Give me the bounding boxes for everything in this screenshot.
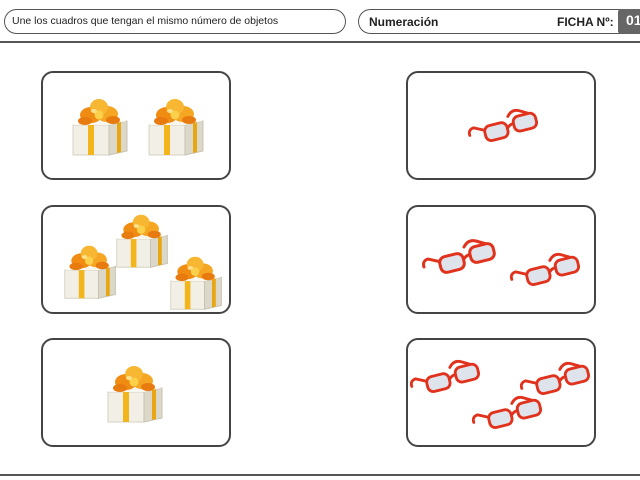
gift-box-icon <box>72 98 128 156</box>
gift-box-icon <box>107 365 163 423</box>
gift-box-icon <box>64 245 116 299</box>
glasses-icon <box>509 252 582 288</box>
card-left-3[interactable] <box>41 338 231 447</box>
gift-box-icon <box>170 256 222 310</box>
ficha-label: FICHA Nº: <box>557 15 614 29</box>
card-left-1[interactable] <box>41 71 231 180</box>
footer-divider <box>0 474 640 476</box>
instruction-bar: Une los cuadros que tengan el mismo núme… <box>4 9 346 34</box>
card-right-3[interactable] <box>406 338 596 447</box>
card-right-2[interactable] <box>406 205 596 314</box>
glasses-icon <box>422 239 498 276</box>
card-left-2[interactable] <box>41 205 231 314</box>
worksheet-title: Numeración <box>369 15 439 29</box>
instruction-text: Une los cuadros que tengan el mismo núme… <box>12 15 279 27</box>
glasses-icon <box>471 395 544 431</box>
header-divider <box>0 41 640 43</box>
card-right-1[interactable] <box>406 71 596 180</box>
worksheet-header: Numeración FICHA Nº: <box>358 9 640 34</box>
ficha-number: 01 <box>618 9 640 34</box>
gift-box-icon <box>116 214 168 268</box>
glasses-icon <box>467 108 540 144</box>
gift-box-icon <box>148 98 204 156</box>
